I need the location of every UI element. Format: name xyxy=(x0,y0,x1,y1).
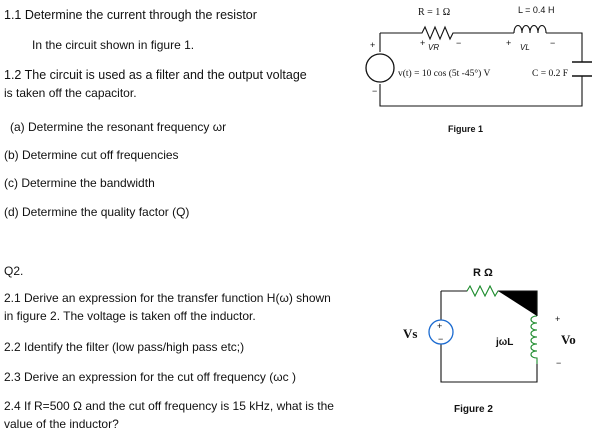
q2-item3: 2.3 Derive an expression for the cut off… xyxy=(4,370,296,384)
fig2-resistor-label: R Ω xyxy=(473,267,493,279)
fig1-source-minus: − xyxy=(372,86,377,96)
fig2-inductor-coil xyxy=(530,315,538,364)
q1-heading: 1.1 Determine the current through the re… xyxy=(4,8,257,22)
fig1-vr-label: VR xyxy=(428,43,439,52)
q2-item4-line1: 2.4 If R=500 Ω and the cut off frequency… xyxy=(4,399,334,413)
q2-label: Q2. xyxy=(4,264,24,278)
fig1-source-icon xyxy=(365,53,395,83)
fig2-output-minus: − xyxy=(556,358,561,368)
fig2-source-icon xyxy=(428,319,454,345)
q2-item1-line1: 2.1 Derive an expression for the transfe… xyxy=(4,291,331,305)
q1-part-a-text: (a) Determine the resonant frequency xyxy=(10,120,213,134)
fig1-source-plus: + xyxy=(370,40,375,50)
fig1-vr-minus: − xyxy=(456,38,461,48)
omega-r-symbol: ωr xyxy=(212,120,227,134)
fig2-inductor-label: jωL xyxy=(495,337,513,348)
q1-filter-line1: 1.2 The circuit is used as a filter and … xyxy=(4,68,307,82)
q1-filter-line2: is taken off the capacitor. xyxy=(4,86,137,100)
fig2-output-plus: + xyxy=(555,314,560,324)
fig1-resistor-label: R = 1 Ω xyxy=(418,7,450,18)
figure1-circuit: R = 1 Ω L = 0.4 H + − + − VR + − VL v(t)… xyxy=(365,5,592,134)
q1-intro: In the circuit shown in figure 1. xyxy=(32,38,195,52)
fig1-vl-label: VL xyxy=(520,43,530,52)
figure2-circuit: R Ω + − Vs jωL + Vo − Figure 2 xyxy=(403,267,576,415)
fig2-source-label: Vs xyxy=(403,326,417,341)
fig1-capacitor-label: C = 0.2 F xyxy=(532,69,568,79)
fig2-caption: Figure 2 xyxy=(454,404,493,415)
fig1-vl-plus: + xyxy=(506,38,511,48)
q1-part-b: (b) Determine cut off frequencies xyxy=(4,148,179,162)
q2-item1-line2: in figure 2. The voltage is taken off th… xyxy=(4,309,256,323)
fig1-vr-plus: + xyxy=(420,38,425,48)
fig1-inductor-label: L = 0.4 H xyxy=(518,5,554,15)
q2-item2: 2.2 Identify the filter (low pass/high p… xyxy=(4,340,245,354)
fig2-output-label: Vo xyxy=(561,332,576,347)
fig2-source-plus: + xyxy=(437,321,442,331)
fig1-source-label: v(t) = 10 cos (5t -45°) V xyxy=(398,68,490,79)
fig1-caption: Figure 1 xyxy=(448,124,483,134)
fig1-resistor-zigzag xyxy=(380,25,514,41)
q1-part-a: (a) Determine the resonant frequency ωr xyxy=(10,120,226,135)
fig1-vl-minus: − xyxy=(550,38,555,48)
fig2-source-minus: − xyxy=(438,334,443,344)
q1-part-c: (c) Determine the bandwidth xyxy=(4,176,155,190)
q2-item4-line2: value of the inductor? xyxy=(4,417,119,431)
q1-part-d: (d) Determine the quality factor (Q) xyxy=(4,205,190,219)
fig1-inductor-coil xyxy=(513,24,547,34)
